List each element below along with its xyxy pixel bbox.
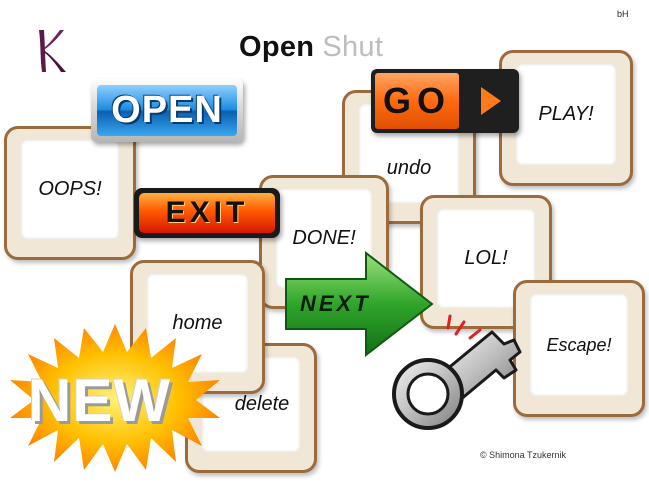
key-done-label: DONE! xyxy=(276,189,372,288)
title-shut: Shut xyxy=(322,31,384,63)
corner-mark: bH xyxy=(617,9,629,19)
green-arrow-icon xyxy=(285,250,434,358)
silver-key-icon xyxy=(392,314,522,430)
go-button[interactable]: GO xyxy=(371,69,519,133)
starburst-icon xyxy=(10,324,220,472)
go-button-label: GO xyxy=(375,73,459,129)
open-button[interactable]: OPEN xyxy=(91,79,243,142)
new-badge-label: NEW xyxy=(28,367,171,434)
key-escape-label: Escape! xyxy=(530,294,628,396)
copyright-text: © Shimona Tzukernik xyxy=(480,450,567,460)
key-play[interactable]: PLAY! xyxy=(499,50,633,186)
k-logo-icon xyxy=(39,30,66,72)
open-button-label: OPEN xyxy=(97,85,237,136)
key-oops-label: OOPS! xyxy=(21,140,119,239)
exit-button-label: EXIT xyxy=(139,193,275,233)
next-button[interactable]: NEXT xyxy=(282,249,436,359)
key-oops[interactable]: OOPS! xyxy=(4,126,136,260)
key-play-label: PLAY! xyxy=(516,64,616,165)
key-escape[interactable]: Escape! xyxy=(513,280,645,417)
key-lol[interactable]: LOL! xyxy=(420,195,552,329)
next-button-label: NEXT xyxy=(300,291,371,316)
new-badge: NEW xyxy=(6,322,224,472)
exit-button[interactable]: EXIT xyxy=(134,188,280,238)
play-arrow-icon xyxy=(481,87,501,115)
title-open: Open xyxy=(239,31,315,63)
